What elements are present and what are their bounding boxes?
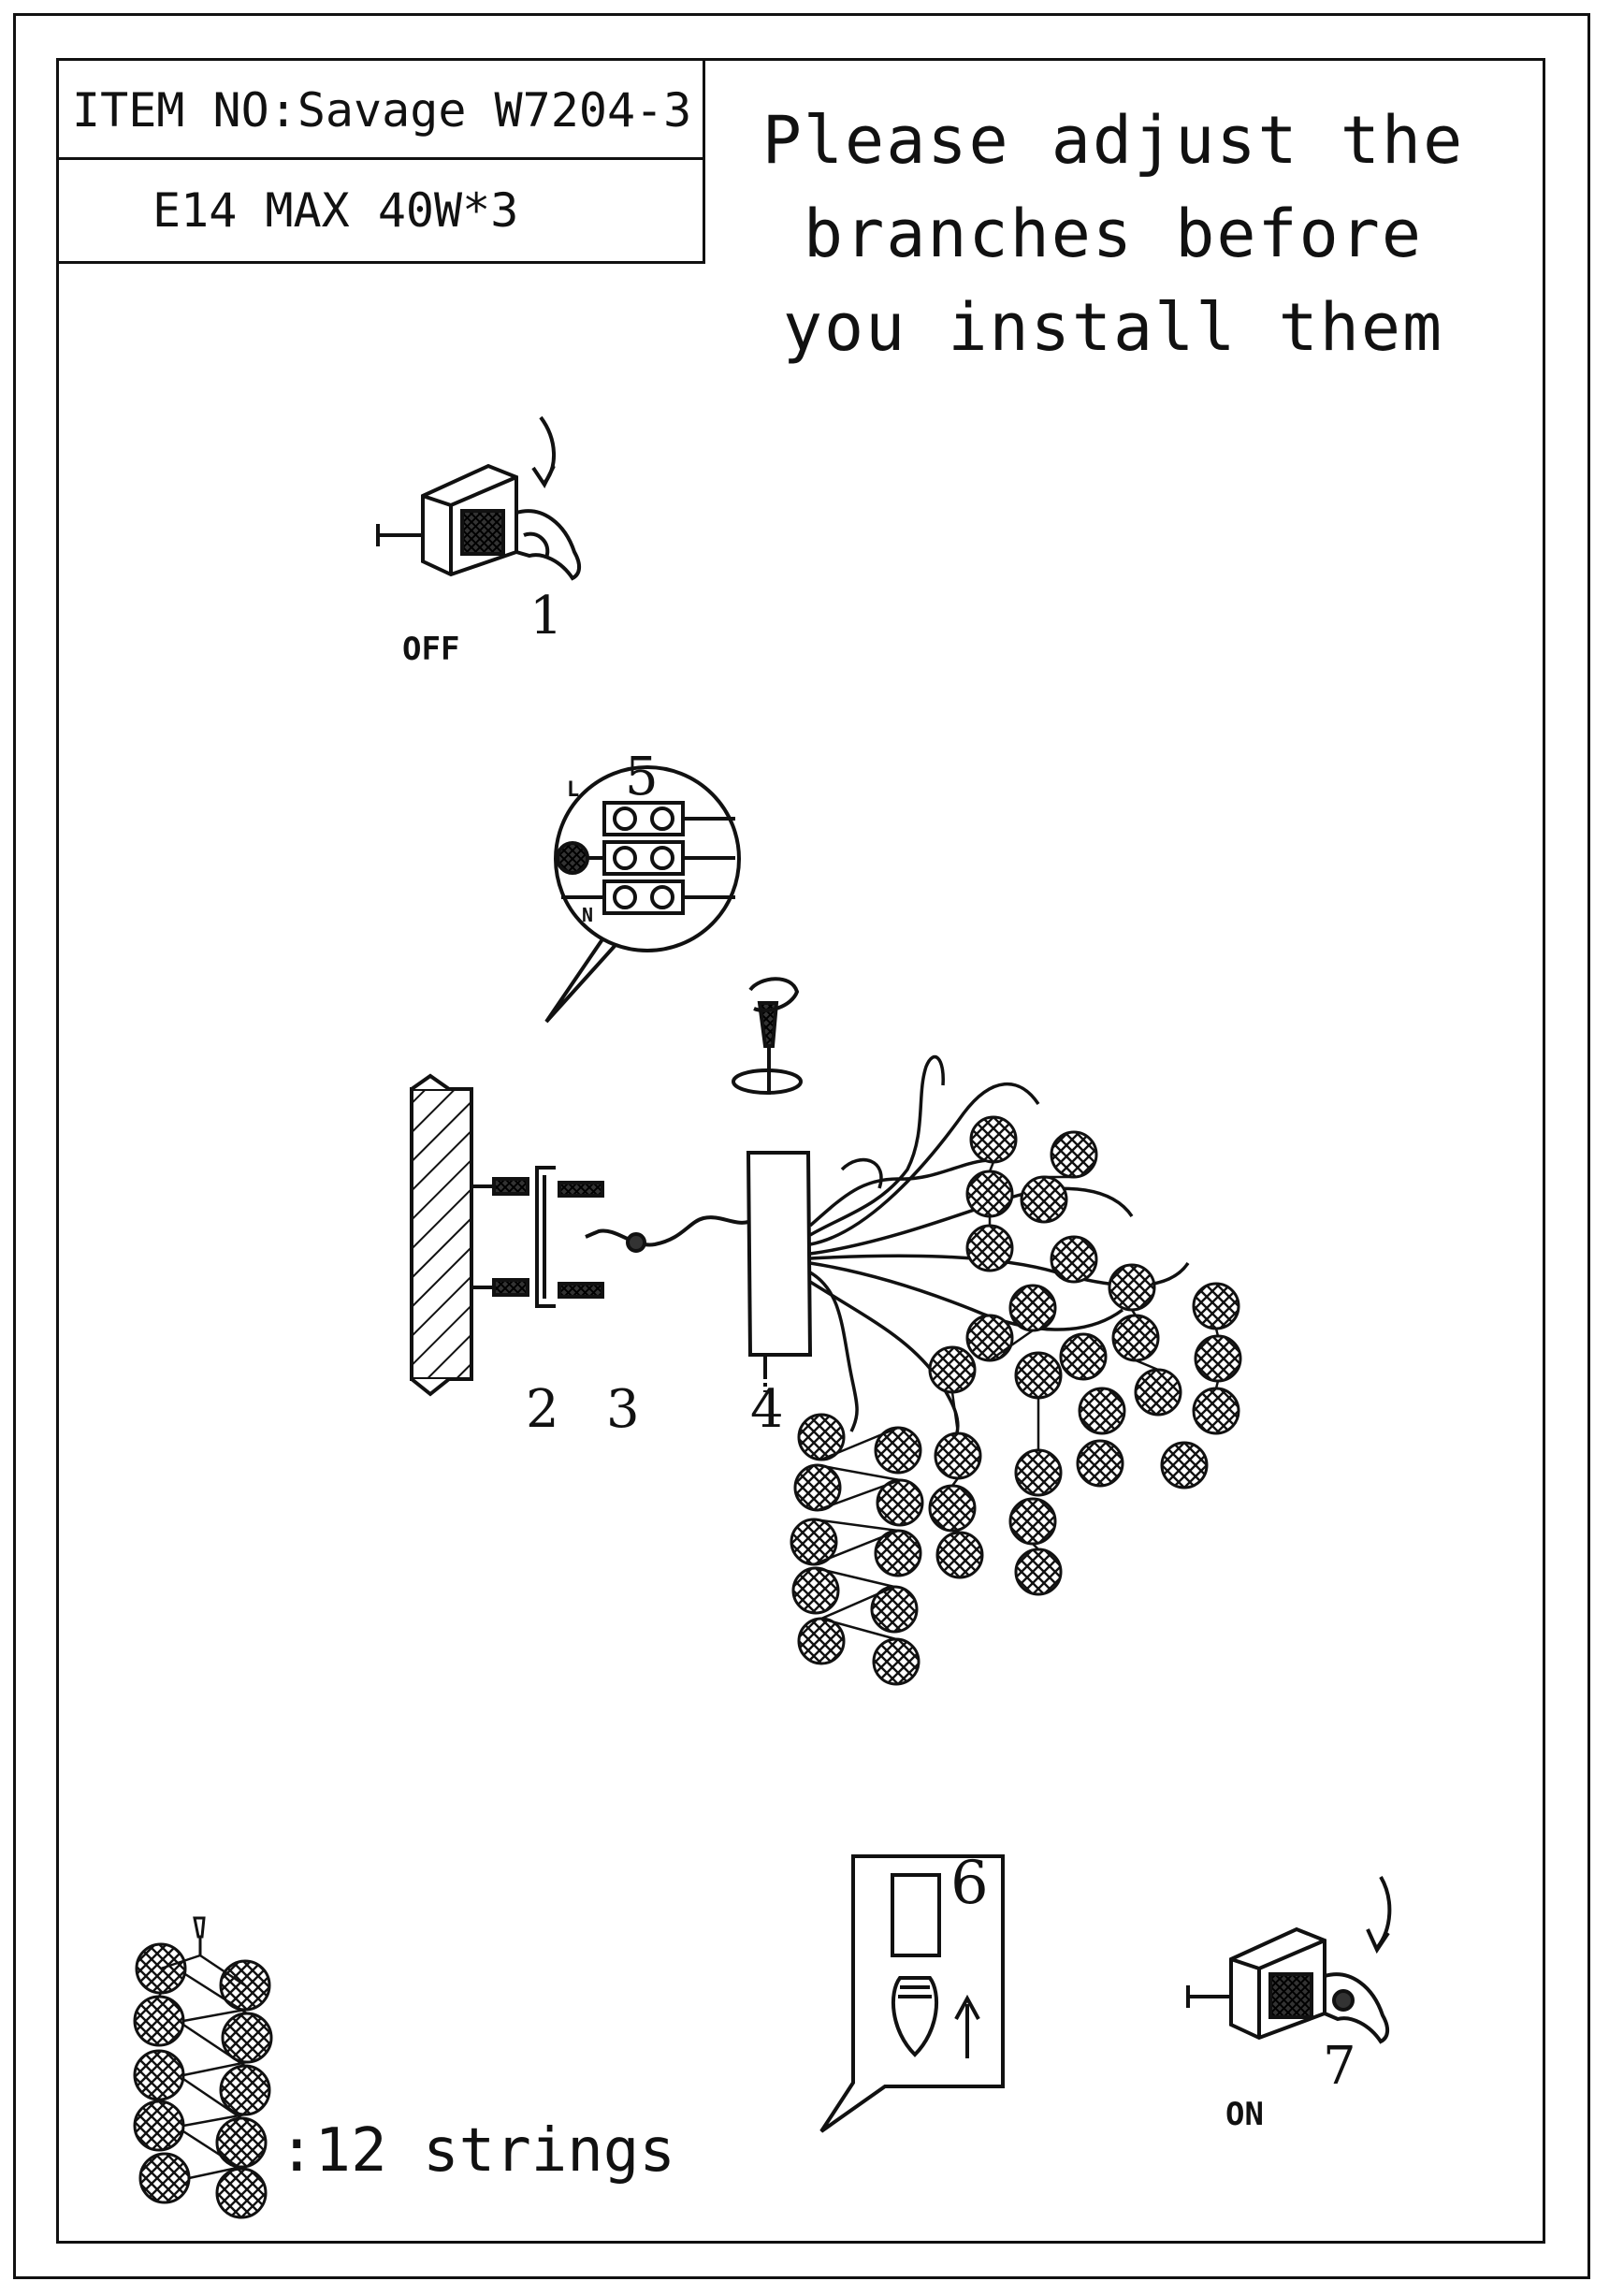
step-7-label: 7: [1323, 2036, 1356, 2097]
live-terminal-label: L: [567, 778, 580, 802]
note-line-3: you install them: [782, 289, 1444, 366]
note-line-2: branches before: [803, 196, 1424, 272]
wall-mounting-icon: [410, 1073, 529, 1397]
note-line-1: Please adjust the: [761, 102, 1465, 179]
spec-box: ITEM NO:Savage W7204-3 E14 MAX 40W*3: [56, 58, 705, 264]
step-4-label: 4: [750, 1379, 784, 1440]
terminal-block-callout: [544, 765, 741, 1024]
strings-count-label: :12 strings: [279, 2116, 675, 2186]
bulb-install-callout: [819, 1854, 1005, 2133]
power-switch-on-icon: [1186, 1875, 1392, 2044]
switch-on-label: ON: [1225, 2096, 1264, 2133]
step-1-label: 1: [529, 586, 563, 647]
adjust-branches-note: Please adjust the branches before you in…: [739, 94, 1487, 374]
item-number: ITEM NO:Savage W7204-3: [59, 61, 703, 160]
power-switch-off-icon: [376, 415, 581, 581]
outer-frame: [13, 13, 1590, 2279]
mounting-bracket-icon: [535, 1166, 749, 1308]
screwdriver-icon: [732, 977, 803, 1095]
neutral-terminal-label: N: [582, 904, 594, 926]
inner-frame: [56, 58, 1545, 2244]
crystal-string-icon: [133, 1916, 273, 2219]
bulb-spec: E14 MAX 40W*3: [152, 183, 519, 238]
step-6-label: 6: [950, 1849, 989, 1918]
switch-off-label: OFF: [402, 631, 460, 668]
step-2-label: 2: [526, 1379, 559, 1440]
lamp-branches: [808, 1054, 1190, 1442]
step-5-label: 5: [625, 747, 659, 807]
canopy-icon: [746, 1151, 813, 1392]
step-3-label: 3: [606, 1379, 640, 1440]
crystal-strings: [790, 1115, 1242, 1686]
